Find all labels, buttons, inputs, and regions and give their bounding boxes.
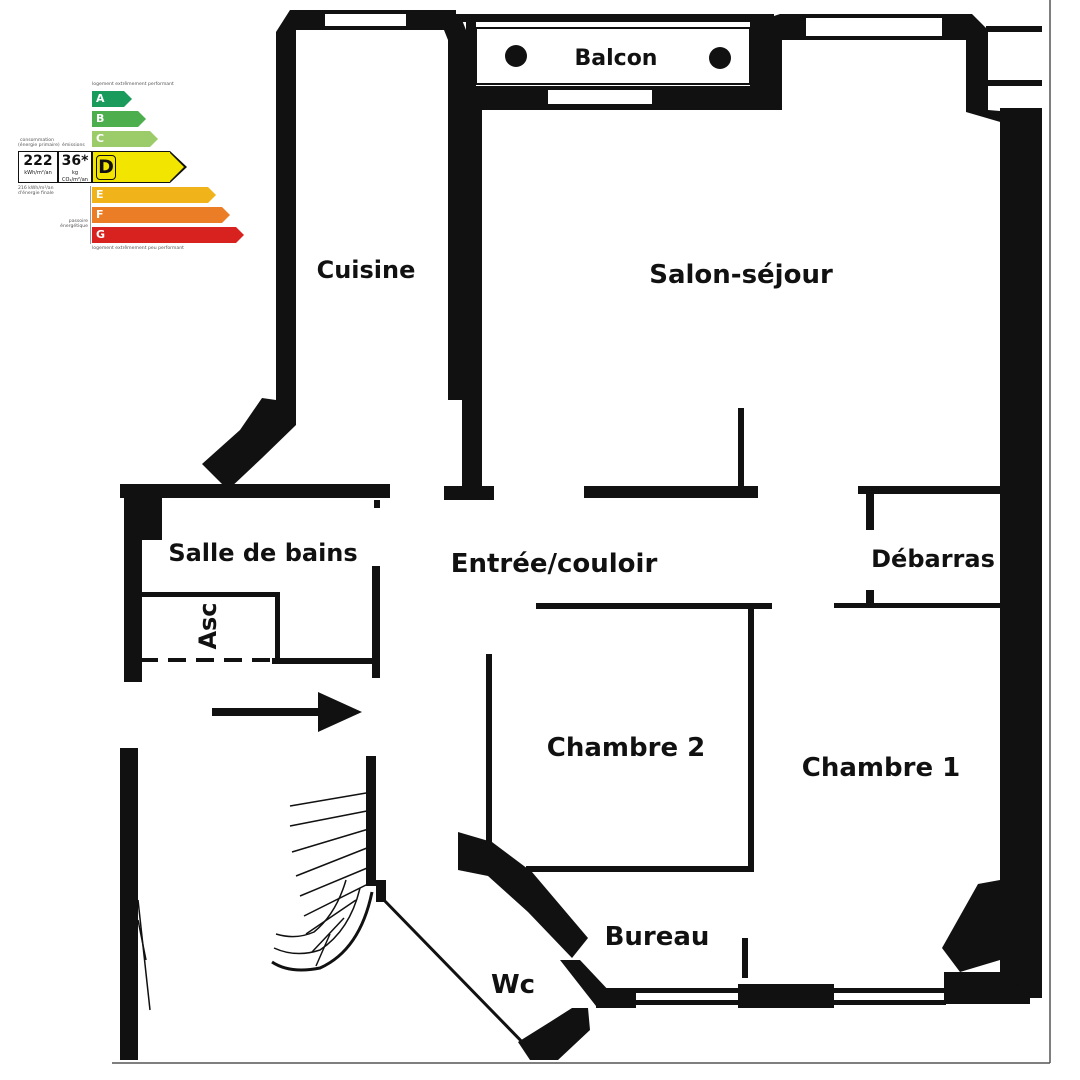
dpe-consumption-value: 222 xyxy=(23,153,53,169)
stair-diagonal-wall xyxy=(378,894,532,1052)
balcony-post-left xyxy=(505,45,527,67)
dpe-bar-c: C xyxy=(92,131,158,147)
dpe-bar-e: E xyxy=(92,187,216,203)
dpe-bar-a: A xyxy=(92,91,132,107)
dpe-consumption-box: 222 kWh/m²/an xyxy=(18,151,58,183)
entrance-arrow xyxy=(212,692,362,732)
room-label-salon: Salon-séjour xyxy=(649,260,833,290)
dpe-emissions-value: 36* xyxy=(61,153,89,169)
room-label-cuisine: Cuisine xyxy=(317,256,416,284)
dpe-current-letter: D xyxy=(96,155,116,180)
room-label-chambre1: Chambre 1 xyxy=(802,753,960,783)
room-label-balcon: Balcon xyxy=(575,46,658,71)
dpe-consumption-label: consommation (énergie primaire) xyxy=(18,138,60,148)
dpe-emissions-unit: kg CO₂/m²/an xyxy=(62,170,88,183)
corridor-walls xyxy=(120,484,1002,1060)
wc-walls xyxy=(376,880,590,1060)
room-label-chambre2: Chambre 2 xyxy=(547,733,705,763)
dpe-bar-b: B xyxy=(92,111,146,127)
room-label-entree: Entrée/couloir xyxy=(451,549,658,579)
room-label-debarras: Débarras xyxy=(871,545,995,573)
room-label-salle-de-bains: Salle de bains xyxy=(168,539,357,567)
dpe-top-note: logement extrêmement performant xyxy=(92,82,174,87)
balcony xyxy=(456,14,774,110)
dpe-bar-g: G xyxy=(92,227,244,243)
room-label-bureau: Bureau xyxy=(605,922,710,952)
bedroom-walls xyxy=(458,608,1030,1008)
balcony-post-right xyxy=(709,47,731,69)
dpe-final-energy-note: 216 kWh/m²/an d'énergie finale xyxy=(18,186,54,196)
salon-walls xyxy=(584,14,1042,998)
dpe-consumption-unit: kWh/m²/an xyxy=(24,170,52,176)
energy-label: logement extrêmement performant A B C co… xyxy=(18,82,244,254)
dpe-bottom-note: logement extrêmement peu performant xyxy=(92,246,184,251)
room-label-asc: Asc xyxy=(194,602,222,649)
dpe-divider xyxy=(90,186,91,244)
dpe-emissions-label: émissions xyxy=(62,143,85,148)
dpe-bar-f: F xyxy=(92,207,230,223)
kitchen-walls xyxy=(202,10,494,500)
room-label-wc: Wc xyxy=(491,970,535,1000)
staircase xyxy=(137,791,374,1011)
dpe-current-class: D xyxy=(92,150,187,183)
dpe-emissions-box: 36* kg CO₂/m²/an xyxy=(58,151,92,183)
dpe-passoire-note: passoire énergétique xyxy=(60,219,88,229)
